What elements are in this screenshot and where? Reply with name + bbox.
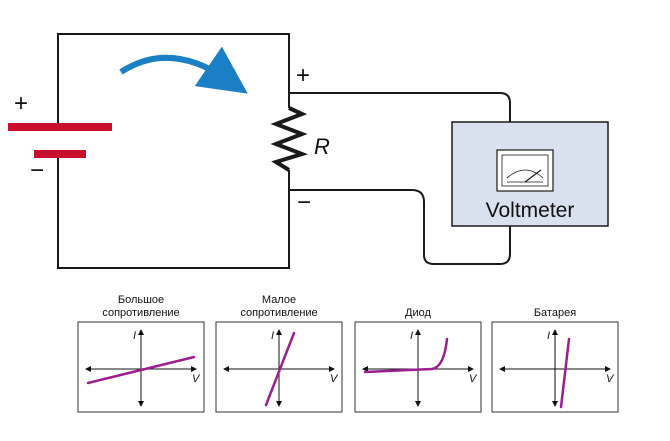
current-direction-arrow	[119, 46, 248, 94]
iv-curve	[86, 355, 196, 385]
circuit-wires	[57, 33, 511, 269]
resistor-minus-sign: −	[297, 189, 311, 216]
y-axis-label: I	[133, 330, 136, 342]
y-axis-label: I	[271, 330, 274, 342]
voltmeter-label: Voltmeter	[486, 199, 575, 222]
panel-title: Большое	[118, 294, 164, 306]
resistor-zigzag	[270, 106, 309, 172]
voltmeter: Voltmeter	[451, 121, 609, 227]
x-axis-label: V	[469, 373, 478, 385]
iv-graphs: БольшоесопротивлениеIVМалоесопротивление…	[77, 294, 619, 413]
panel-title: Батарея	[534, 307, 576, 319]
iv-curve	[264, 331, 296, 407]
iv-curve	[363, 337, 449, 374]
panel-title: Малое	[262, 294, 296, 306]
x-axis-label: V	[330, 373, 339, 385]
y-axis-label: I	[410, 330, 413, 342]
x-axis-label: V	[606, 373, 615, 385]
battery-short-plate	[34, 150, 86, 158]
panel-title: сопротивление	[102, 307, 179, 319]
panel-title: сопротивление	[240, 307, 317, 319]
resistor-label: R	[314, 134, 330, 159]
x-axis-label: V	[192, 373, 201, 385]
battery	[8, 123, 112, 158]
battery-minus-sign: −	[30, 157, 44, 184]
resistor-plus-sign: +	[296, 62, 310, 89]
gauge-icon	[496, 149, 554, 192]
iv-curve	[559, 337, 571, 409]
battery-long-plate	[8, 123, 112, 131]
panel-title: Диод	[405, 307, 431, 319]
y-axis-label: I	[547, 330, 550, 342]
battery-plus-sign: +	[14, 90, 28, 117]
